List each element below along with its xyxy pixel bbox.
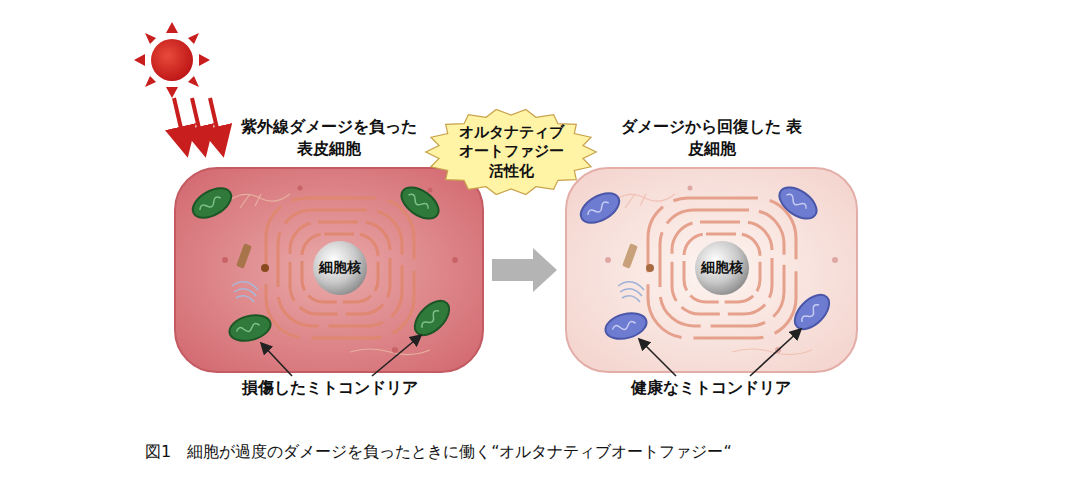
nucleus-label: 細胞核	[319, 259, 361, 277]
figure-caption: 図1 細胞が過度のダメージを負ったときに働く“オルタナティブオートファジー“	[145, 442, 732, 463]
part-label: 損傷したミトコンドリア	[242, 378, 418, 399]
cell-heading: 紫外線ダメージを負った 表皮細胞	[236, 116, 422, 161]
nucleus-circle: 細胞核	[313, 241, 367, 295]
uv-arrows	[174, 98, 222, 150]
nucleus-circle: 細胞核	[695, 241, 749, 295]
part-label: 健康なミトコンドリア	[631, 378, 791, 399]
cell-box: ダメージから回復した 表皮細胞細胞核	[566, 168, 857, 372]
nucleus-label: 細胞核	[701, 259, 743, 277]
starburst-outline	[426, 110, 597, 195]
starburst-label: オルタナティブ オートファジー 活性化	[424, 108, 598, 196]
recovered-cell	[566, 168, 857, 372]
cell-box: 紫外線ダメージを負った 表皮細胞細胞核	[175, 168, 483, 372]
block-arrow	[492, 248, 557, 292]
sun	[134, 22, 210, 98]
process-label: オルタナティブ オートファジー 活性化	[455, 123, 567, 182]
damaged-mitochondria	[188, 181, 456, 345]
healthy-mitochondria	[576, 181, 836, 343]
cell-heading: ダメージから回復した 表皮細胞	[619, 116, 805, 161]
damaged-cell	[175, 168, 483, 372]
leader-lines	[262, 330, 800, 376]
